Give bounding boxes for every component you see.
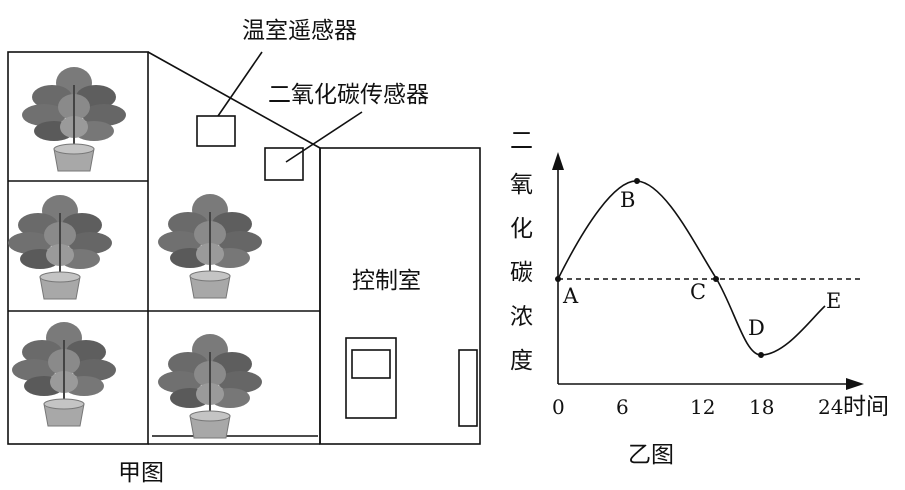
x-tick-label: 0 [552, 395, 565, 419]
x-tick-label: 24 [818, 395, 843, 419]
figure-a: 温室遥感器 二氧化碳传感器 控制室 甲图 [7, 18, 481, 486]
remote-sensor-label: 温室遥感器 [242, 18, 357, 44]
plant-image [11, 321, 117, 427]
y-axis-label-char: 二 [510, 128, 533, 154]
x-tick-label: 6 [616, 395, 629, 419]
sensor-leader-line [217, 51, 263, 117]
y-axis-label-char: 浓 [510, 304, 533, 330]
co2-sensor-label: 二氧化碳传感器 [268, 82, 429, 108]
point-label: E [826, 289, 841, 313]
y-axis-arrow [552, 152, 564, 170]
control-room [319, 147, 481, 445]
point-b-marker [634, 178, 640, 184]
co2-curve [557, 180, 826, 356]
plant-image [7, 194, 113, 300]
x-axis-label: 时间 [843, 394, 889, 420]
control-screen [351, 349, 391, 379]
plant-image [157, 333, 263, 439]
point-label: B [620, 188, 635, 212]
plant-image [21, 66, 127, 172]
x-axis-arrow [846, 378, 864, 390]
point-a-marker [555, 276, 561, 282]
control-room-label: 控制室 [352, 268, 421, 294]
y-axis-label-char: 度 [510, 348, 533, 374]
y-axis-label-char: 氧 [510, 172, 533, 198]
remote-sensor-box [196, 115, 236, 147]
point-c-marker [713, 276, 719, 282]
door [458, 349, 478, 427]
co2-sensor-box [264, 147, 304, 181]
greenhouse-left-column [7, 51, 149, 445]
sensor-leader-line [285, 111, 363, 163]
x-tick-label: 18 [749, 395, 774, 419]
greenhouse-roof [147, 51, 321, 149]
control-cabinet [345, 337, 397, 419]
plant-image [157, 193, 263, 299]
figure-b: 二 氧 化 碳 浓 度 0 6 12 18 24 时间 A B C D E 乙图 [510, 128, 889, 468]
figure-a-caption: 甲图 [118, 460, 164, 486]
y-axis-label-char: 碳 [510, 260, 533, 286]
figure-b-caption: 乙图 [628, 442, 674, 468]
point-label: A [562, 284, 579, 308]
y-axis-label-char: 化 [510, 216, 533, 242]
point-d-marker [758, 352, 764, 358]
point-label: D [748, 316, 765, 340]
x-tick-label: 12 [690, 395, 715, 419]
point-label: C [690, 280, 706, 304]
